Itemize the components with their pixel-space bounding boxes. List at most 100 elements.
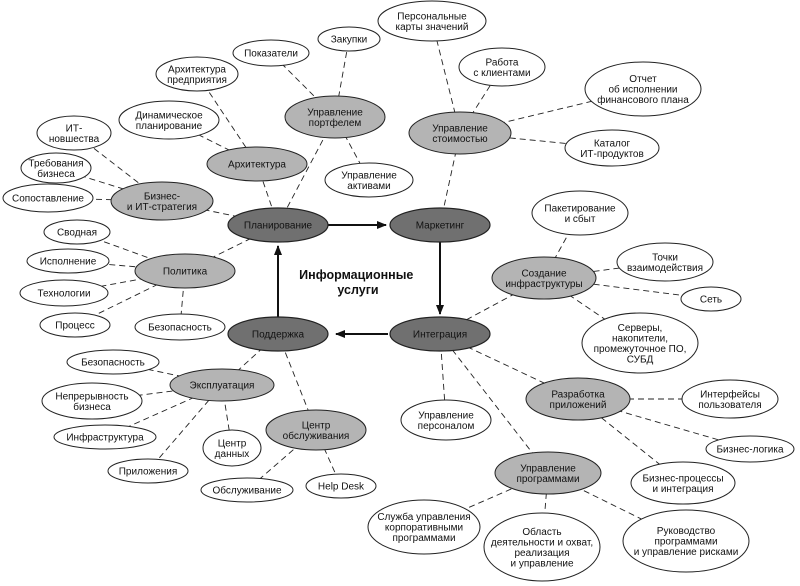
node-label-infra-line-1: Создание [521,268,567,279]
node-label-ops_security-line-1: Безопасность [81,358,145,369]
node-indicators: Показатели [232,39,310,67]
node-label-user_ifaces-line-1: Интерфейсы [700,388,760,400]
node-strategy: Бизнес-и ИТ-стратегия [110,181,214,221]
node-shape-operations [169,368,275,402]
node-shape-continuity [41,382,143,420]
node-label-policy-line-1: Политика [163,267,208,278]
node-shape-matching [2,183,94,213]
node-shape-it_news [36,115,112,151]
node-label-scope-line-1: Область [522,526,561,538]
node-label-fin_report-line-2: об исполнении [608,84,677,96]
node-label-cost-line-1: Управление [432,123,488,134]
node-network: Сеть [680,286,742,312]
node-label-cost-line-2: стоимостью [432,134,488,145]
node-label-ent_arch-line-2: предприятия [167,75,227,86]
node-shape-applications [107,458,189,484]
node-shape-policy [134,253,236,289]
node-label-fin_report-line-3: финансового плана [597,94,689,106]
node-shape-process [39,312,111,338]
node-label-biz_req-line-2: бизнеса [37,168,75,180]
node-shape-execution [26,248,110,274]
node-label-staff_mgmt-line-1: Управление [418,410,474,421]
node-shape-touchpoints [616,242,714,282]
node-label-portfolio-line-1: Управление [307,107,363,118]
node-label-network: Сеть [700,295,722,306]
node-operations: Эксплуатация [169,368,275,402]
node-label-scope-line-4: и управление [510,558,573,569]
connector-operations-applications [147,384,223,472]
node-label-it_catalog-line-2: ИТ-продуктов [580,149,644,160]
node-label-technologies: Технологии [37,289,90,300]
node-label-applications-line-1: Приложения [119,467,178,478]
node-shape-ent_arch [155,56,239,92]
node-label-operations-line-1: Эксплуатация [190,381,255,392]
node-label-biz_logic-line-1: Бизнес-логика [716,445,783,456]
node-shape-support [227,316,329,352]
node-technologies: Технологии [19,279,109,307]
node-label-infra-line-2: инфраструктуры [505,278,582,290]
node-label-servicecenter-line-2: обслуживания [283,430,350,442]
node-label-scope-line-2: деятельности и охват, [491,537,593,548]
node-label-dyn_plan-line-2: планирование [136,121,203,132]
node-purchases: Закупки [317,26,381,52]
node-label-helpdesk-line-1: Help Desk [318,482,365,493]
node-label-it_news-line-2: новшества [49,134,100,145]
node-infrastructure: Инфраструктура [53,424,157,450]
node-label-summary: Сводная [57,228,97,239]
node-label-continuity-line-1: Непрерывность [55,391,128,402]
node-label-marketing: Маркетинг [416,221,465,232]
node-shape-planning [227,207,329,243]
node-label-touchpoints-line-1: Точки [652,252,678,263]
node-label-fin_report-line-1: Отчет [629,74,657,85]
node-shape-user_ifaces [681,379,779,419]
node-shape-policy_security [134,313,226,341]
node-label-servers-line-4: СУБД [627,354,654,365]
node-shape-dyn_plan [118,100,220,140]
node-shape-architecture [206,146,308,182]
node-summary: Сводная [43,219,111,245]
node-label-appdev-line-1: Разработка [551,388,605,400]
node-label-value_cards-line-2: карты значений [396,22,469,33]
center-title: Информационные услуги [299,268,417,297]
node-shape-biz_logic [705,435,795,463]
node-label-touchpoints-line-2: взаимодействия [627,263,703,274]
node-architecture: Архитектура [206,146,308,182]
node-label-infrastructure: Инфраструктура [66,432,144,444]
node-shape-value_cards [377,0,487,42]
node-shape-ops_security [66,349,160,375]
node-it_news: ИТ-новшества [36,115,112,151]
node-label-programs-line-1: Управление [520,463,576,474]
node-label-summary-line-1: Сводная [57,228,97,239]
node-integration: Интеграция [389,316,491,352]
node-label-architecture-line-1: Архитектура [228,160,286,171]
node-biz_logic: Бизнес-логика [705,435,795,463]
node-shape-appdev [525,377,631,421]
node-shape-biz_processes [630,461,736,505]
node-label-dyn_plan-line-1: Динамическое [135,110,203,121]
node-label-indicators-line-1: Показатели [244,49,298,60]
core-cycle-arrows [274,221,444,338]
node-label-servers-line-2: накопители, [612,333,668,344]
node-label-it_news: ИТ-новшества [49,123,100,145]
